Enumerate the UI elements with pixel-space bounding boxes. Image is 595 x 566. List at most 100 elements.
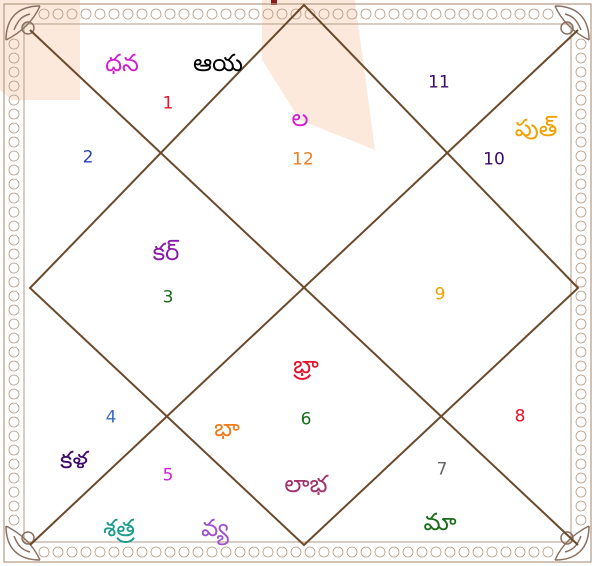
house-4-number: 4: [106, 410, 117, 427]
house-7-number: 7: [437, 462, 448, 479]
border-scallop: [9, 53, 19, 63]
border-scallop: [445, 9, 455, 19]
border-scallop: [9, 151, 19, 161]
border-scallop: [81, 9, 91, 19]
border-scallop: [9, 179, 19, 189]
house-11-number: 11: [428, 75, 450, 92]
corner-ornament-br: [555, 526, 589, 560]
border-scallop: [9, 319, 19, 329]
border-scallop: [576, 319, 586, 329]
border-scallop: [417, 9, 427, 19]
border-scallop: [576, 249, 586, 259]
border-scallop: [403, 9, 413, 19]
border-scallop: [277, 547, 287, 557]
border-scallop: [249, 9, 259, 19]
planet-label-bhraa: భ్రా: [293, 353, 319, 377]
border-scallop: [109, 9, 119, 19]
border-scallop: [576, 277, 586, 287]
border-scallop: [576, 487, 586, 497]
planet-label-maa: మా: [423, 510, 456, 534]
border-scallop: [9, 305, 19, 315]
planet-label-puth: పుత్: [515, 116, 558, 140]
border-scallop: [576, 137, 586, 147]
border-scallop: [576, 81, 586, 91]
border-scallop: [67, 547, 77, 557]
border-scallop: [361, 547, 371, 557]
house-2-number: 2: [83, 150, 94, 167]
border-scallop: [515, 9, 525, 19]
border-scallop: [576, 165, 586, 175]
border-scallop: [529, 9, 539, 19]
border-scallop: [576, 459, 586, 469]
house-3-number: 3: [163, 290, 174, 307]
border-scallop: [263, 547, 273, 557]
planet-label-bhaa: భా: [214, 416, 240, 440]
border-scallop: [179, 9, 189, 19]
border-scallop: [9, 473, 19, 483]
border-scallop: [361, 9, 371, 19]
border-scallop: [249, 547, 259, 557]
border-scallop: [375, 9, 385, 19]
planet-label-vya: వ్య: [201, 516, 229, 540]
border-scallop: [95, 547, 105, 557]
planet-label-laabha: లాభ: [284, 472, 327, 496]
border-scallop: [179, 547, 189, 557]
border-scallop: [9, 417, 19, 427]
border-scallop: [333, 547, 343, 557]
border-scallop: [137, 547, 147, 557]
border-scallop: [53, 547, 63, 557]
border-scallop: [501, 9, 511, 19]
border-scallop: [403, 547, 413, 557]
border-scallop: [221, 547, 231, 557]
border-scallop: [576, 361, 586, 371]
border-scallop: [9, 501, 19, 511]
house-12-number: 12: [292, 152, 314, 169]
border-scallop: [487, 547, 497, 557]
border-scallop: [193, 9, 203, 19]
border-scallop: [9, 403, 19, 413]
border-scallop: [207, 547, 217, 557]
border-scallop: [576, 347, 586, 357]
border-scallop: [9, 123, 19, 133]
border-scallop: [9, 361, 19, 371]
house-6-number: 6: [301, 412, 312, 429]
border-scallop: [576, 193, 586, 203]
border-scallop: [576, 403, 586, 413]
border-scallop: [576, 207, 586, 217]
border-scallop: [9, 193, 19, 203]
border-scallop: [9, 347, 19, 357]
border-scallop: [515, 547, 525, 557]
border-scallop: [576, 515, 586, 525]
border-scallop: [576, 67, 586, 77]
planet-label-kar: కర్: [153, 240, 180, 264]
planet-label-la: ల: [291, 106, 308, 130]
border-scallop: [576, 333, 586, 343]
border-scallop: [576, 109, 586, 119]
planet-label-shatra: శత్ర: [103, 516, 135, 540]
border-scallop: [9, 263, 19, 273]
house-9-number: 9: [435, 287, 446, 304]
border-scallop: [459, 547, 469, 557]
border-scallop: [576, 221, 586, 231]
border-scallop: [501, 547, 511, 557]
border-scallop: [9, 389, 19, 399]
border-scallop: [9, 487, 19, 497]
border-scallop: [576, 389, 586, 399]
border-scallop: [445, 547, 455, 557]
border-scallop: [151, 9, 161, 19]
border-scallop: [576, 445, 586, 455]
border-scallop: [39, 9, 49, 19]
border-scallop: [389, 9, 399, 19]
border-scallop: [529, 547, 539, 557]
border-scallop: [9, 277, 19, 287]
border-scallop: [576, 501, 586, 511]
chart-lines: [30, 5, 578, 545]
border-scallop: [431, 547, 441, 557]
border-scallop: [151, 547, 161, 557]
border-scallop: [291, 547, 301, 557]
border-scallop: [9, 333, 19, 343]
border-scallop: [9, 165, 19, 175]
border-scallop: [277, 9, 287, 19]
border-scallop: [81, 547, 91, 557]
